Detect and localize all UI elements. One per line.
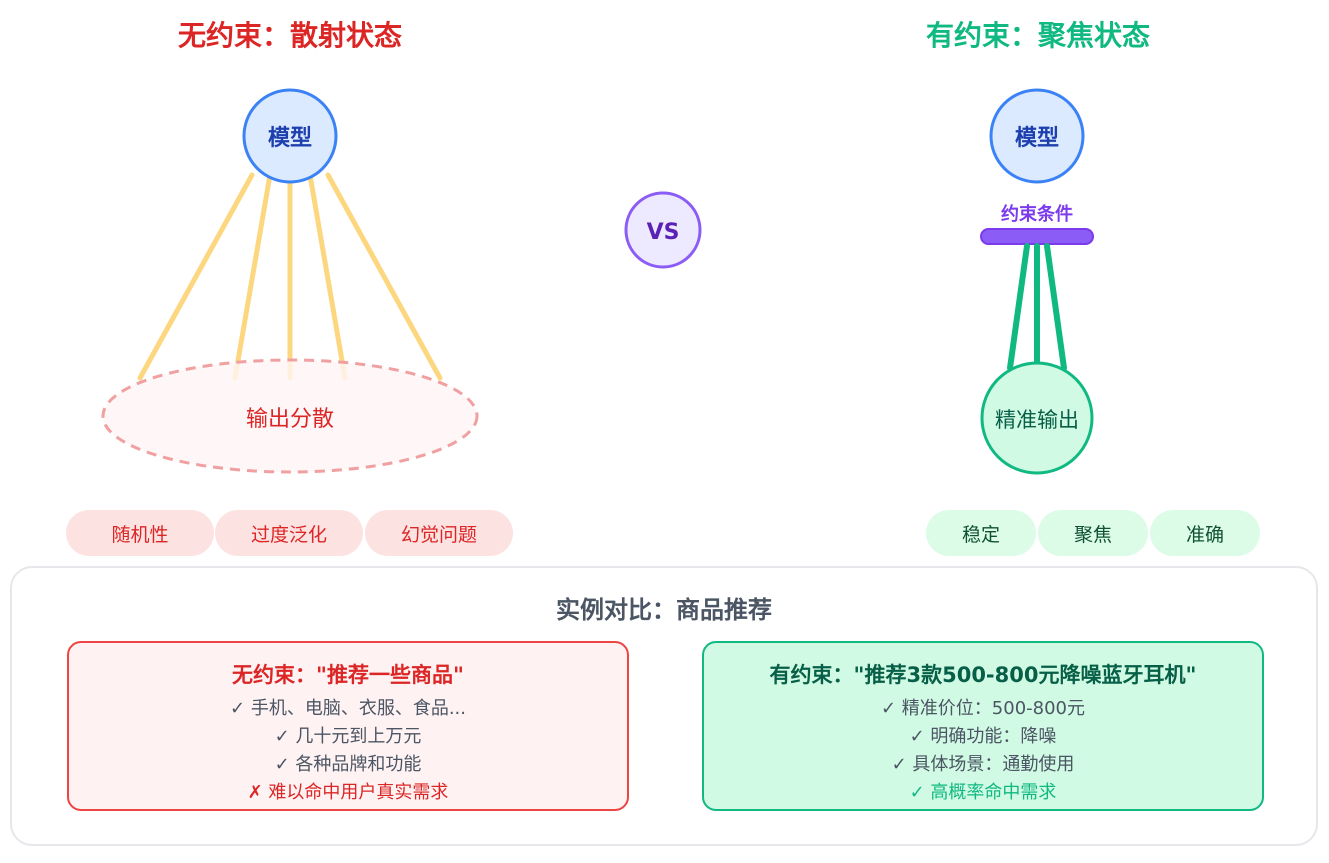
focused-rays	[1007, 243, 1067, 371]
list-item: ✓ 各种品牌和功能	[274, 754, 422, 775]
unconstrained-example-title: 无约束："推荐一些商品"	[232, 663, 464, 687]
list-item: ✓ 精准价位：500-800元	[880, 698, 1085, 719]
tag-hallucination: 幻觉问题	[365, 510, 513, 556]
scatter-ray	[232, 172, 273, 381]
right-model-node	[989, 88, 1085, 184]
vs-badge	[624, 191, 702, 269]
vs-label: VS	[647, 220, 680, 245]
constrained-example-title: 有约束："推荐3款500-800元降噪蓝牙耳机"	[769, 663, 1197, 687]
scatter-ray	[137, 172, 255, 381]
constraint-bar	[980, 228, 1094, 245]
scatter-ray	[325, 172, 443, 381]
tag-overgeneralization: 过度泛化	[215, 510, 363, 556]
example-title: 实例对比：商品推荐	[556, 596, 772, 624]
unconstrained-title: 无约束：散射状态	[177, 19, 402, 52]
scatter-rays	[137, 172, 443, 381]
left-model-node	[242, 88, 338, 184]
focused-ray	[1007, 243, 1030, 371]
precise-output-node	[980, 361, 1094, 475]
scatter-ray	[307, 172, 348, 381]
right-model-label: 模型	[1015, 126, 1059, 151]
unconstrained-example-card: 无约束："推荐一些商品" ✓ 手机、电脑、衣服、食品... ✓ 几十元到上万元 …	[67, 641, 629, 811]
constrained-example-list: ✓ 精准价位：500-800元 ✓ 明确功能：降噪 ✓ 具体场景：通勤使用 ✓ …	[704, 695, 1262, 807]
constrained-example-card: 有约束："推荐3款500-800元降噪蓝牙耳机" ✓ 精准价位：500-800元…	[702, 641, 1264, 811]
comparison-diagram: 输出分散 模型 VS 模型 约束条件 精准输出	[101, 88, 1094, 475]
list-item: ✗ 难以命中用户真实需求	[247, 782, 449, 803]
list-item: ✓ 几十元到上万元	[274, 726, 422, 747]
left-model-label: 模型	[268, 126, 312, 151]
list-item: ✓ 手机、电脑、衣服、食品...	[230, 698, 466, 719]
scattered-output-area	[101, 358, 479, 474]
constrained-title: 有约束：聚焦状态	[925, 19, 1150, 52]
tag-randomness: 随机性	[66, 510, 214, 556]
tag-focused: 聚焦	[1038, 510, 1148, 556]
list-item: ✓ 具体场景：通勤使用	[891, 754, 1075, 775]
scattered-output-label: 输出分散	[246, 407, 334, 432]
unconstrained-example-list: ✓ 手机、电脑、衣服、食品... ✓ 几十元到上万元 ✓ 各种品牌和功能 ✗ 难…	[69, 695, 627, 807]
constraint-label: 约束条件	[1001, 203, 1073, 225]
example-panel: 实例对比：商品推荐 无约束："推荐一些商品" ✓ 手机、电脑、衣服、食品... …	[10, 566, 1318, 846]
list-item: ✓ 明确功能：降噪	[909, 726, 1057, 747]
tag-stable: 稳定	[926, 510, 1036, 556]
tag-accurate: 准确	[1150, 510, 1260, 556]
list-item: ✓ 高概率命中需求	[909, 782, 1057, 803]
precise-output-label: 精准输出	[995, 408, 1079, 432]
focused-ray	[1044, 243, 1067, 371]
